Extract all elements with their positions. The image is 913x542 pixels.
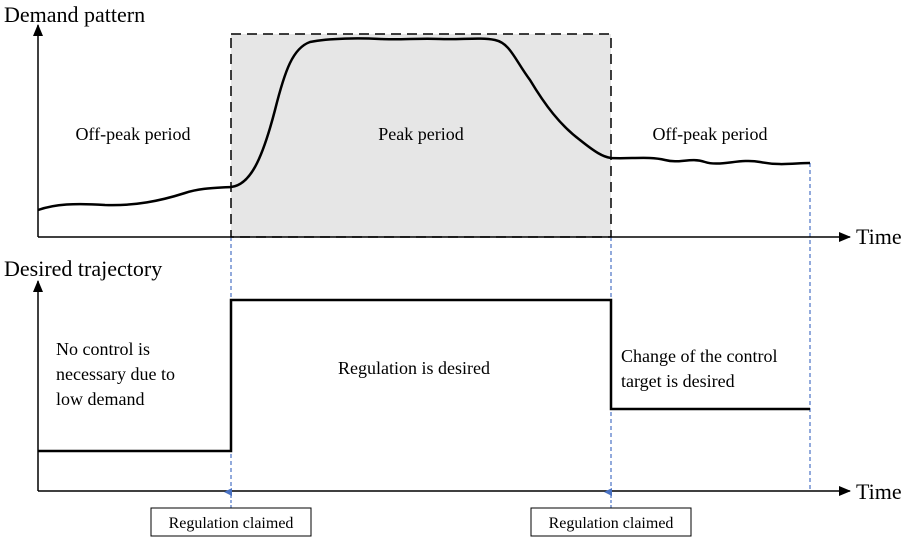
- peak-period-label: Peak period: [378, 124, 463, 144]
- top-y-axis-label: Demand pattern: [4, 2, 145, 27]
- no-control-text-line-2: necessary due to: [56, 364, 175, 384]
- off-peak-right-label: Off-peak period: [652, 124, 767, 144]
- demand-curve: [37, 37, 811, 212]
- top-x-axis-label: Time: [856, 224, 902, 249]
- regulation-claimed-label-right: Regulation claimed: [549, 515, 674, 532]
- no-control-text-line-3: low demand: [56, 389, 144, 409]
- change-target-text-line-1: Change of the control: [621, 346, 777, 366]
- bottom-x-axis-label: Time: [856, 479, 902, 504]
- change-target-text-line-2: target is desired: [621, 371, 735, 391]
- regulation-desired-text: Regulation is desired: [338, 358, 490, 378]
- regulation-claimed-box-right: [530, 507, 692, 537]
- off-peak-left-label: Off-peak period: [75, 124, 190, 144]
- peak-period-region: [230, 33, 612, 238]
- bottom-y-axis-label: Desired trajectory: [4, 256, 162, 281]
- regulation-claimed-label-left: Regulation claimed: [169, 515, 294, 532]
- regulation-claimed-box-left: [150, 507, 312, 537]
- desired-trajectory-step: [38, 298, 810, 453]
- no-control-text-line-1: No control is: [56, 339, 150, 359]
